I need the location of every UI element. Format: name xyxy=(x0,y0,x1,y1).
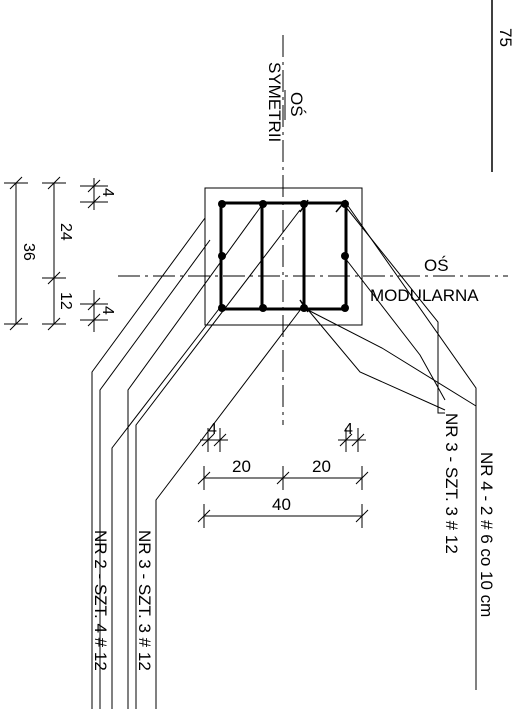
label-nr4: NR 4 - 2 # 6 co 10 cm xyxy=(477,452,496,617)
page-number: 75 xyxy=(496,28,515,47)
dim-tick xyxy=(87,179,101,193)
leader-nr3-3 xyxy=(155,304,305,709)
dim-4-bottom: 4 xyxy=(99,306,116,315)
leader-nr4-1 xyxy=(345,202,477,690)
leader-lines-left xyxy=(91,204,305,709)
leader-nr3r-2 xyxy=(344,257,446,401)
label-nr2: NR 2 - SZT. 4 # 12 xyxy=(91,530,110,671)
dim-tick xyxy=(9,317,23,331)
dim-tick xyxy=(197,509,211,523)
dim-20-right: 20 xyxy=(312,457,331,476)
horizontal-dimensions: 4 4 20 20 40 xyxy=(197,421,369,528)
rebar-dots xyxy=(218,200,349,312)
dim-4-right: 4 xyxy=(344,421,353,438)
rebar-dot xyxy=(341,304,349,312)
dim-tick xyxy=(87,297,101,311)
dim-36: 36 xyxy=(20,243,37,261)
dim-tick xyxy=(355,471,369,485)
dim-tick xyxy=(47,176,61,190)
dim-tick xyxy=(47,317,61,331)
rebar-dot xyxy=(300,200,308,208)
dim-tick xyxy=(351,433,365,447)
leader-nr3-2 xyxy=(135,209,301,709)
rebar-dot xyxy=(259,304,267,312)
dim-tick xyxy=(9,176,23,190)
dim-tick xyxy=(355,509,369,523)
symmetry-axis-label-line1: OŚ xyxy=(287,92,306,117)
dim-40: 40 xyxy=(272,495,291,514)
rebar-dot xyxy=(218,200,226,208)
dim-tick xyxy=(276,471,290,485)
dim-20-left: 20 xyxy=(232,457,251,476)
label-nr3-right: NR 3 - SZT. 3 # 12 xyxy=(442,413,461,554)
leader-nr3-1 xyxy=(127,204,263,709)
dim-tick xyxy=(197,471,211,485)
dim-tick xyxy=(213,433,227,447)
dim-tick xyxy=(339,433,353,447)
modular-axis-label-line2: MODULARNA xyxy=(370,286,479,305)
leader-nr2-2 xyxy=(99,239,211,709)
leader-lines-right xyxy=(303,202,477,690)
label-nr3-left: NR 3 - SZT. 3 # 12 xyxy=(135,530,154,671)
leader-nr2-1 xyxy=(91,217,206,709)
dim-4-top: 4 xyxy=(99,188,116,197)
dim-tick xyxy=(47,271,61,285)
dim-tick xyxy=(87,195,101,209)
modular-axis-label-line1: OŚ xyxy=(424,256,449,275)
dim-12: 12 xyxy=(57,292,74,310)
leader-nr4-2 xyxy=(303,307,477,407)
leader-nr3r-3 xyxy=(303,304,446,411)
rebar-dot xyxy=(341,200,349,208)
symmetry-axis-label-line2: SYMETRII xyxy=(265,62,284,142)
leader-nr3r-1 xyxy=(344,205,445,414)
dim-tick xyxy=(87,313,101,327)
dim-24: 24 xyxy=(57,223,74,241)
leader-nr2-3 xyxy=(111,304,223,709)
concrete-section-outline xyxy=(204,187,363,326)
vertical-dimensions: 36 24 12 4 4 xyxy=(4,176,116,332)
symmetry-axis-label: OŚ SYMETRII xyxy=(265,62,306,142)
dim-tick xyxy=(201,433,215,447)
dim-4-left: 4 xyxy=(208,421,217,438)
rebar-dot xyxy=(341,252,349,260)
